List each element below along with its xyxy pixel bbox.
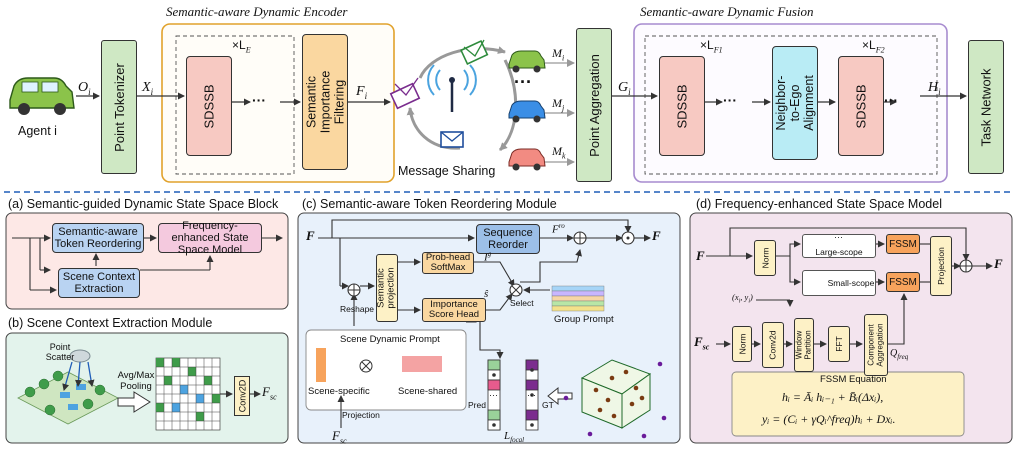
symbol-mi: Mi	[552, 46, 565, 63]
fft-box: FFT	[828, 326, 850, 362]
group-prompt-stack	[551, 285, 605, 312]
fusion-ellipsis-1: ···	[723, 92, 737, 108]
scene-shared-label: Scene-shared	[398, 386, 458, 397]
panel-b-title: (b) Scene Context Extraction Module	[8, 316, 213, 330]
point-scatter-label: Point Scatter	[45, 342, 75, 362]
symbol-gi: Gi	[618, 80, 631, 97]
fssm-equation-2: yᵢ = (Cᵢ + γQᵢ^freq)hᵢ + Dxᵢ.	[762, 412, 896, 426]
group-prompt-label: Group Prompt	[554, 314, 614, 325]
point-cloud-box-icon	[563, 359, 667, 439]
scene-dyn-prompt-label: Scene Dynamic Prompt	[340, 334, 440, 345]
s-hat-label: ŝ	[484, 288, 489, 300]
repeat-lf1: ×LF1	[700, 38, 723, 55]
fssm-equation-1: hᵢ = Āᵢ hᵢ₋₁ + B̄ᵢ(Δxᵢ),	[782, 390, 884, 404]
point-tokenizer-block: Point Tokenizer	[101, 40, 137, 174]
neighbor-car-green-icon	[508, 50, 546, 73]
prob-head-box: Prob-head SoftMax	[422, 252, 474, 274]
conv2d-box-d: Conv2d	[762, 322, 784, 368]
pooling-label: Avg/Max Pooling	[117, 370, 155, 392]
gt-label: GT	[542, 400, 554, 410]
panel-a-title: (a) Semantic-guided Dynamic State Space …	[8, 197, 279, 211]
sequence-reorder-box: Sequence Reorder	[476, 224, 540, 254]
task-network-block: Task Network	[968, 40, 1004, 174]
fssm-equation-frame	[731, 371, 965, 437]
projection-box-d: Projection	[930, 236, 952, 296]
freq-ssm-box: Frequency-enhanced State Space Model	[158, 220, 262, 256]
neighbor-to-ego-alignment-block: Neighbor-to-Ego Alignment	[772, 46, 818, 160]
output-F-c: F	[652, 228, 661, 243]
fusion-dashed	[644, 35, 938, 175]
large-scope-dots: ···	[834, 232, 843, 242]
fssm-box-1: FSSM	[886, 234, 920, 254]
large-scope-box: Large-scope	[802, 234, 876, 258]
importance-head-box: Importance Score Head	[422, 298, 486, 322]
symbol-mj: Mj	[552, 96, 565, 113]
point-aggregation-block: Point Aggregation	[576, 28, 612, 182]
neighbors-ellipsis: ···	[514, 72, 532, 92]
neighbor-car-red-icon	[508, 148, 546, 171]
input-F-d: F	[696, 248, 705, 263]
symbol-hi: Hi	[928, 80, 941, 97]
symbol-oi: Oi	[78, 80, 91, 97]
fusion-title: Semantic-aware Dynamic Fusion	[640, 4, 814, 19]
fssm-box-2: FSSM	[886, 272, 920, 292]
fssm-equation-title: FSSM Equation	[820, 374, 887, 385]
agent-label: Agent i	[18, 124, 57, 138]
token-reordering-box: Semantic-aware Token Reordering	[52, 223, 144, 253]
component-aggregation-box: Component Aggregation	[864, 314, 888, 376]
agent-car-icon	[9, 77, 75, 115]
lfocal-label: Lfocal	[504, 430, 525, 445]
sdssb-block-encoder: SDSSB	[186, 56, 232, 156]
scene-dynamic-prompt-frame	[305, 329, 467, 411]
envelope-icon-2	[460, 39, 489, 65]
sdssb-block-fusion-1: SDSSB	[659, 56, 705, 156]
fsc-label-d: Fsc	[694, 334, 710, 352]
fsc-label-c: Fsc	[332, 428, 347, 446]
scene-context-box: Scene Context Extraction	[58, 268, 140, 298]
ig-label: Ig	[484, 250, 492, 264]
envelope-icon	[389, 77, 421, 110]
pred-label: Pred	[468, 400, 486, 410]
envelope-icon-3	[440, 131, 464, 148]
norm-box-bottom: Norm	[732, 326, 752, 362]
symbol-mk: Mk	[552, 144, 566, 161]
symbol-xi: Xi	[142, 80, 154, 97]
scene-specific-label: Scene-specific	[308, 386, 370, 397]
encoder-ellipsis: ···	[252, 92, 266, 108]
xy-label: (xi, yi)	[732, 292, 753, 305]
semantic-importance-filtering-block: Semantic Importance Filtering	[302, 34, 348, 170]
fro-label: Fro	[552, 222, 565, 236]
sdssb-block-fusion-2: SDSSB	[838, 56, 884, 156]
window-partition-box: Window Partition	[794, 318, 814, 372]
encoder-dashed	[175, 35, 295, 175]
norm-box-top: Norm	[754, 240, 776, 276]
symbol-fi: Fi	[356, 84, 368, 101]
repeat-le: ×LE	[232, 38, 251, 55]
input-F-c: F	[306, 228, 315, 243]
gt-dots: ···	[527, 390, 536, 400]
encoder-title: Semantic-aware Dynamic Encoder	[166, 4, 348, 19]
select-label: Select	[510, 298, 534, 308]
neighbor-car-blue-icon	[508, 100, 546, 123]
message-sharing-label: Message Sharing	[398, 164, 496, 178]
repeat-lf2: ×LF2	[862, 38, 885, 55]
panel-c-title: (c) Semantic-aware Token Reordering Modu…	[302, 197, 557, 211]
semantic-projection-box: Semantic projection	[376, 254, 398, 322]
small-scope-box: Small-scope	[802, 270, 876, 296]
pred-dots: ···	[489, 390, 498, 400]
qfreq-label: Qfreq	[890, 348, 909, 361]
panel-d-title: (d) Frequency-enhanced State Space Model	[696, 197, 942, 211]
projection-label-c: Projection	[342, 410, 380, 420]
output-F-d: F	[994, 256, 1003, 271]
reshape-label: Reshape	[340, 304, 375, 314]
fsc-label-b: Fsc	[262, 384, 277, 402]
fusion-ellipsis-2: ···	[884, 92, 898, 108]
conv2d-box: Conv2D	[234, 376, 250, 416]
